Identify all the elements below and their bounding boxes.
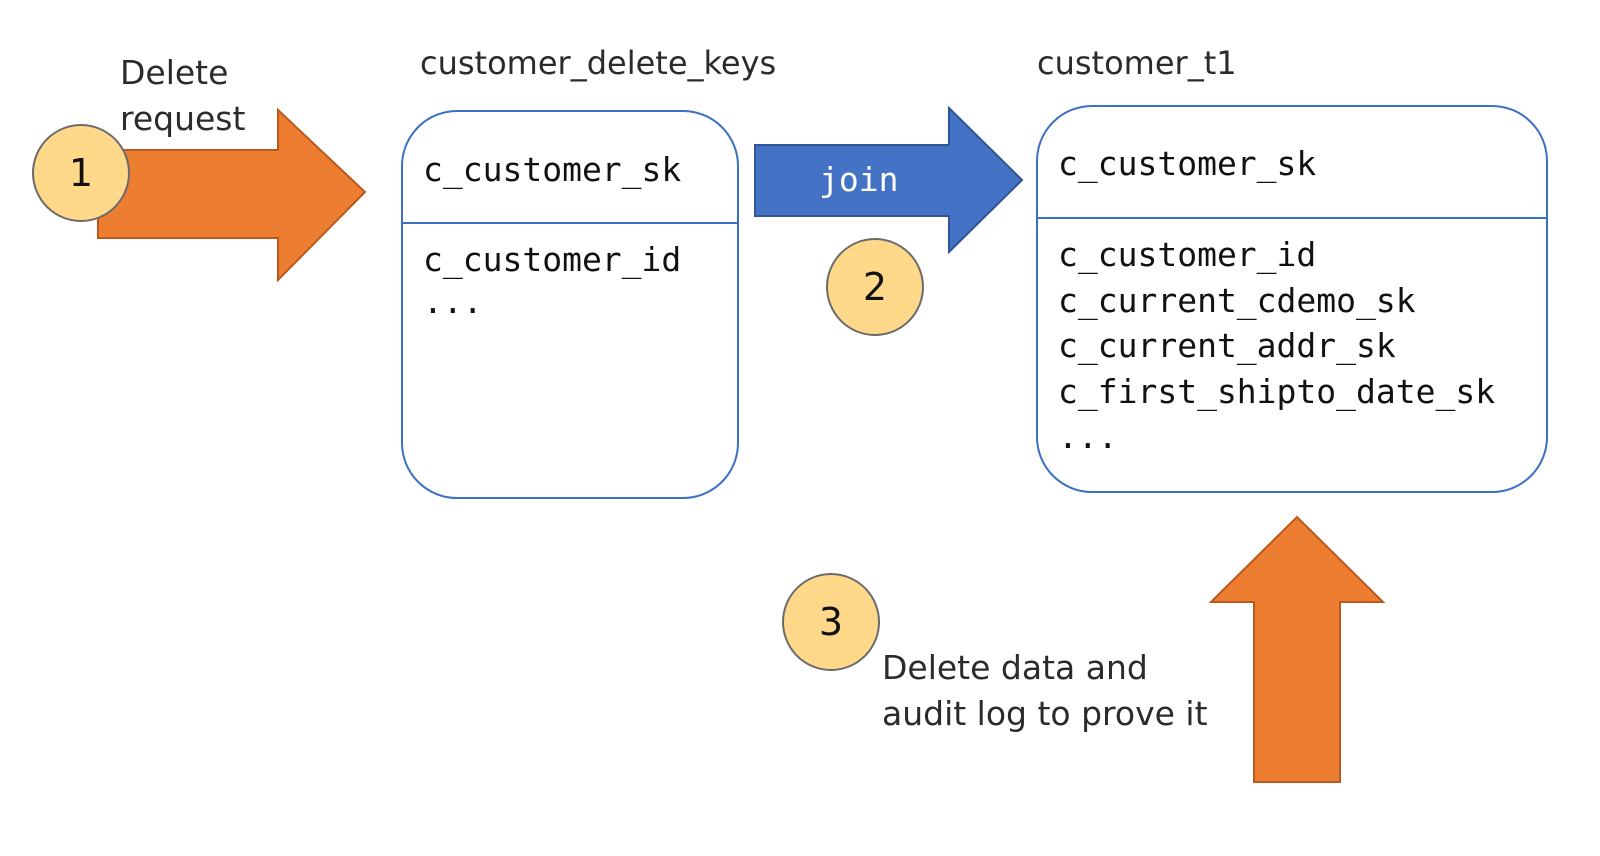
customer-table: c_customer_sk c_customer_id c_current_cd…	[1036, 105, 1548, 493]
step1-badge: 1	[32, 124, 130, 222]
step3-up-arrow-icon	[1208, 515, 1386, 783]
step3-label: Delete data and audit log to prove it	[882, 645, 1208, 737]
delete-keys-table: c_customer_sk c_customer_id ...	[401, 110, 739, 499]
step3-badge: 3	[782, 573, 880, 671]
join-arrow-label: join	[819, 160, 899, 199]
step3-label-line1: Delete data and	[882, 648, 1148, 687]
delete-keys-table-title: customer_delete_keys	[420, 44, 777, 82]
delete-keys-key-row: c_customer_sk	[403, 112, 737, 224]
customer-field: c_current_addr_sk	[1058, 326, 1396, 365]
step3-label-line2: audit log to prove it	[882, 694, 1208, 733]
customer-key-field: c_customer_sk	[1058, 144, 1317, 183]
customer-field: ...	[1058, 417, 1118, 456]
step2-badge: 2	[826, 238, 924, 336]
step1-label-line2: request	[120, 99, 246, 138]
delete-keys-field: ...	[423, 282, 483, 321]
customer-key-row: c_customer_sk	[1038, 107, 1546, 219]
delete-keys-key-field: c_customer_sk	[423, 150, 682, 189]
step1-right-arrow-icon	[97, 107, 367, 283]
step1-label-line1: Delete	[120, 53, 229, 92]
customer-field: c_customer_id	[1058, 235, 1317, 274]
customer-field: c_first_shipto_date_sk	[1058, 372, 1496, 411]
customer-field: c_current_cdemo_sk	[1058, 281, 1416, 320]
join-right-arrow-icon	[754, 105, 1024, 255]
delete-keys-field: c_customer_id	[423, 240, 682, 279]
customer-table-title: customer_t1	[1037, 44, 1237, 82]
step1-label: Delete request	[120, 50, 245, 142]
